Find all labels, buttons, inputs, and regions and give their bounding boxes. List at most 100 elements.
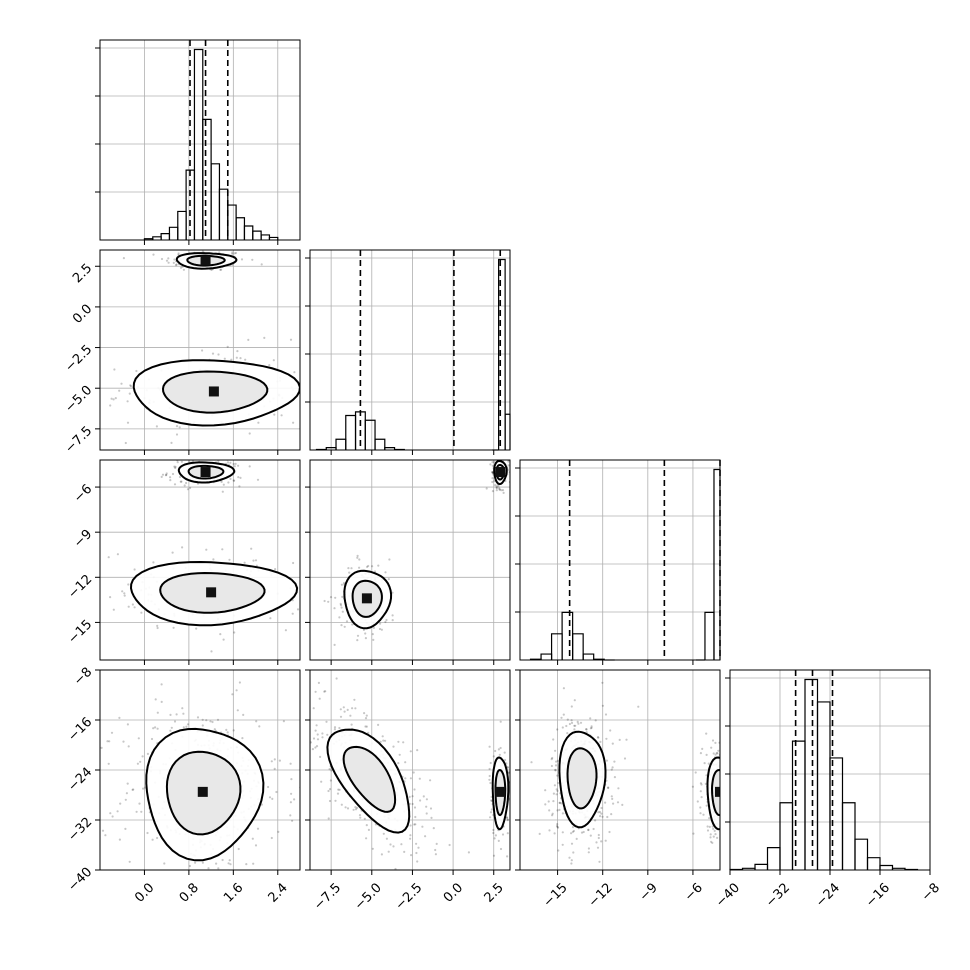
scatter-point — [329, 596, 333, 599]
panel-frame — [309, 459, 511, 661]
scatter-point — [488, 745, 491, 748]
scatter-point — [725, 763, 727, 765]
scatter-point — [494, 484, 497, 487]
scatter-point — [182, 268, 185, 271]
scatter-point — [491, 490, 494, 493]
scatter-point — [721, 799, 723, 801]
scatter-point — [365, 725, 368, 728]
scatter-point — [585, 728, 588, 731]
scatter-point — [326, 733, 329, 736]
scatter-point — [170, 441, 173, 444]
contour-line — [566, 747, 598, 810]
scatter-point — [409, 777, 412, 780]
scatter-point — [233, 252, 236, 255]
scatter-point — [135, 369, 138, 373]
scatter-point — [490, 808, 493, 811]
scatter-point — [242, 713, 245, 717]
tick-label-x: −12 — [586, 880, 616, 910]
scatter-point — [692, 832, 695, 835]
scatter-point — [218, 251, 221, 254]
scatter-point — [434, 853, 437, 856]
scatter-point — [600, 812, 603, 815]
scatter-point — [724, 757, 726, 759]
scatter-point — [723, 747, 725, 749]
scatter-point — [174, 466, 177, 470]
scatter-point — [734, 806, 736, 808]
scatter-point — [596, 736, 600, 739]
scatter-point — [725, 802, 727, 804]
scatter-point — [557, 781, 560, 785]
scatter-point — [191, 460, 195, 463]
scatter-point — [489, 463, 492, 466]
scatter-point — [699, 790, 702, 793]
scatter-point — [110, 397, 113, 400]
scatter-point — [314, 729, 317, 732]
scatter-point — [736, 745, 738, 747]
scatter-point — [358, 558, 361, 561]
scatter-point — [727, 754, 729, 756]
scatter-point — [609, 729, 612, 732]
scatter-point — [334, 799, 337, 802]
scatter-point — [387, 850, 390, 853]
scatter-point — [258, 725, 261, 728]
scatter-point — [491, 480, 494, 484]
scatter-point — [599, 815, 602, 818]
scatter-point — [323, 599, 326, 603]
scatter-point — [131, 603, 134, 606]
scatter-point — [724, 841, 726, 843]
contour-line — [558, 730, 607, 829]
histogram-bar — [177, 210, 187, 240]
scatter-point — [724, 775, 726, 777]
scatter-point — [270, 836, 273, 840]
scatter-point — [182, 712, 185, 715]
contour-line — [129, 560, 299, 627]
scatter-point — [556, 823, 559, 826]
scatter-point — [122, 740, 125, 743]
scatter-point — [388, 558, 391, 561]
scatter-point — [711, 825, 714, 828]
scatter-point — [317, 681, 320, 685]
scatter-point — [721, 809, 723, 811]
scatter-point — [107, 762, 110, 765]
scatter-point — [722, 781, 724, 783]
scatter-point — [175, 713, 178, 716]
panel-frame — [729, 669, 931, 871]
scatter-point — [275, 790, 278, 794]
scatter-point — [611, 797, 614, 801]
scatter-point — [96, 593, 98, 595]
scatter-point — [239, 871, 241, 873]
histogram-bar — [561, 611, 574, 660]
tick-label-x: −6 — [682, 880, 706, 904]
scatter-point — [178, 475, 182, 479]
histogram-bar — [866, 857, 881, 870]
scatter-point — [570, 862, 573, 865]
scatter-point — [334, 596, 337, 599]
scatter-point — [364, 725, 367, 728]
scatter-point — [424, 835, 427, 838]
scatter-point — [333, 726, 337, 729]
scatter-point — [336, 792, 340, 795]
scatter-point — [260, 263, 263, 266]
scatter-point — [725, 791, 727, 793]
scatter-point — [169, 729, 172, 732]
scatter-point — [344, 806, 347, 809]
scatter-point — [392, 745, 395, 748]
scatter-point — [495, 454, 497, 456]
tick-label-x: 0.8 — [177, 880, 202, 905]
scatter-point — [100, 746, 103, 750]
scatter-point — [109, 596, 112, 599]
scatter-point — [256, 925, 258, 927]
scatter-point — [595, 841, 598, 844]
scatter-point — [356, 639, 359, 642]
density-fill — [567, 748, 597, 809]
scatter-point — [721, 812, 723, 814]
scatter-point — [175, 433, 179, 436]
histogram-bar — [498, 258, 506, 450]
scatter-point — [354, 806, 357, 809]
scatter-point — [213, 728, 216, 731]
scatter-point — [211, 352, 215, 355]
scatter-point — [354, 707, 357, 710]
scatter-point — [356, 556, 359, 559]
scatter-point — [316, 738, 320, 741]
